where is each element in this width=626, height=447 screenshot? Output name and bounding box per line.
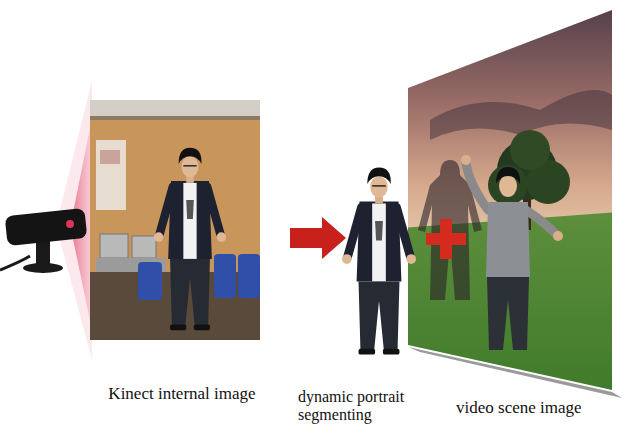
step-caption: dynamic portrait segmenting [298, 388, 420, 425]
flow-arrow [290, 217, 346, 259]
segmented-portrait [342, 167, 416, 354]
image-caption: Kinect internal image [82, 384, 282, 404]
video-scene [400, 0, 620, 400]
kinect-sensor [0, 208, 87, 273]
room-photo [90, 100, 260, 340]
scene-caption: video scene image [456, 398, 622, 418]
plus-sign [426, 219, 466, 259]
